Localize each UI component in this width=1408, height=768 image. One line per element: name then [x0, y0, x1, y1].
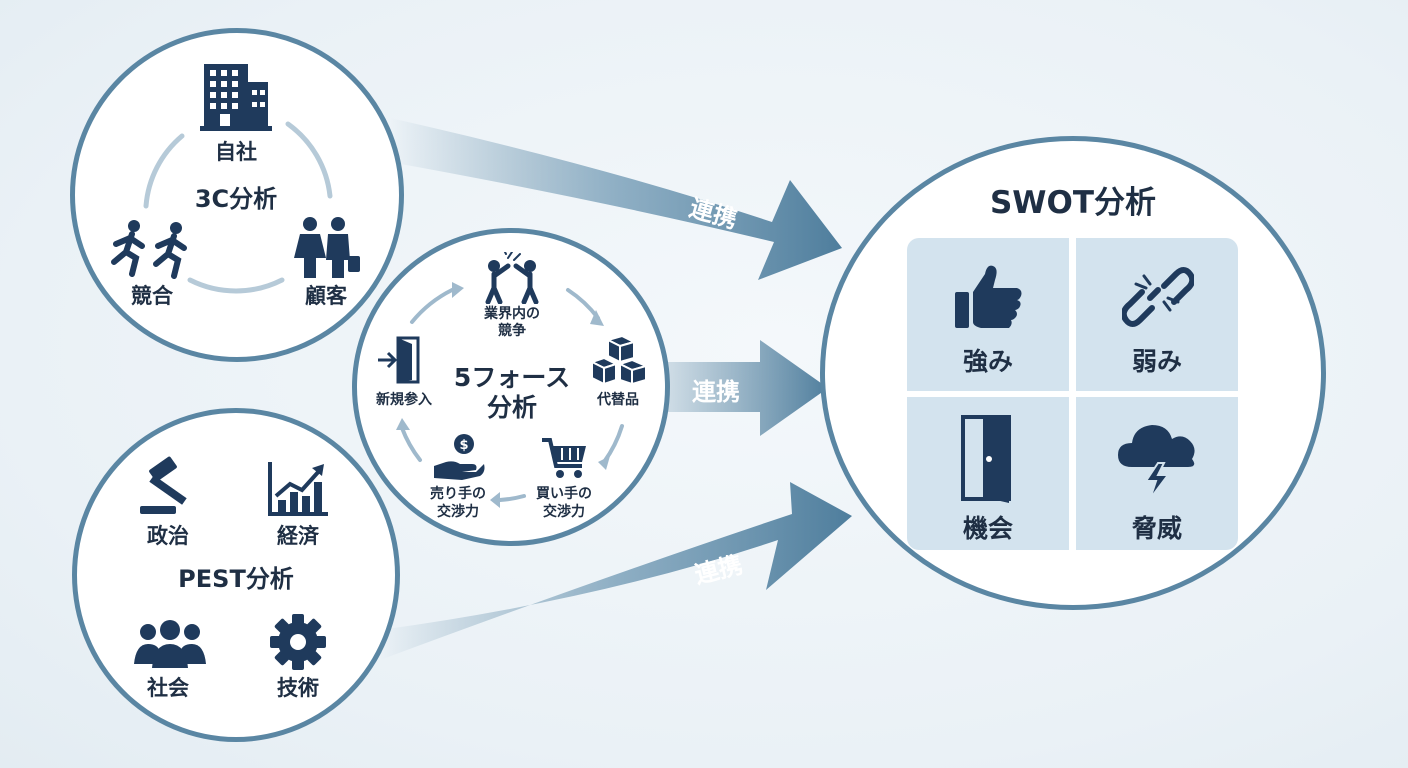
arrow-3c-to-swot	[390, 118, 842, 280]
shopping-cart-icon	[542, 438, 586, 478]
arrow-pest-to-swot	[380, 482, 852, 660]
boxes-icon	[590, 336, 648, 386]
storm-cloud-icon	[1118, 425, 1195, 499]
swot-strengths-cell: 強み	[907, 238, 1069, 391]
rivalry-label-line1: 業界内の	[484, 306, 540, 322]
3c-title: 3C分析	[194, 185, 278, 213]
threats-label: 脅威	[1131, 514, 1182, 543]
swot-opportunities-cell: 機会	[907, 397, 1069, 550]
economy-chart-icon	[268, 462, 328, 516]
circle-swot	[820, 136, 1326, 610]
3c-competitor-label: 競合	[131, 284, 173, 308]
suppliers-label-line1: 売り手の	[430, 486, 486, 502]
suppliers-label-line2: 交渉力	[437, 504, 479, 520]
swot-weaknesses-cell: 弱み	[1076, 238, 1238, 391]
gear-icon	[270, 614, 326, 670]
pest-economic-label: 経済	[277, 524, 319, 548]
circle-five-forces	[352, 228, 670, 546]
buyers-label-line1: 買い手の	[536, 486, 592, 502]
swot-title: SWOT分析	[989, 185, 1157, 221]
five-forces-title-line1: 5フォース	[453, 363, 571, 392]
pest-social-label: 社会	[147, 676, 189, 700]
swot-threats-cell: 脅威	[1076, 397, 1238, 550]
circle-pest	[72, 408, 400, 742]
broken-chain-icon	[1122, 267, 1194, 327]
coin-hand-icon: $	[434, 434, 485, 480]
3c-customer-label: 顧客	[305, 284, 347, 308]
pest-technological-label: 技術	[277, 676, 319, 700]
strengths-label: 強み	[962, 347, 1013, 376]
arrow-5forces-to-swot	[640, 340, 828, 436]
gavel-icon	[140, 456, 187, 514]
opportunities-label: 機会	[962, 514, 1013, 543]
open-door-icon	[961, 415, 1011, 503]
thumbs-up-icon	[955, 265, 1022, 328]
new-entrants-label: 新規参入	[376, 392, 432, 408]
arrow-label-middle: 連携	[692, 378, 740, 406]
building-icon	[200, 64, 272, 131]
five-forces-title-line2: 分析	[486, 393, 537, 422]
3c-company-label: 自社	[215, 140, 257, 164]
pest-title: PEST分析	[178, 565, 294, 593]
weaknesses-label: 弱み	[1131, 347, 1182, 376]
pest-political-label: 政治	[147, 524, 189, 548]
customers-icon	[294, 217, 360, 278]
buyers-label-line2: 交渉力	[543, 504, 585, 520]
people-group-icon	[134, 620, 206, 668]
svg-text:$: $	[459, 438, 468, 453]
rivalry-fight-icon	[485, 252, 539, 304]
rivalry-label-line2: 競争	[498, 323, 526, 339]
runners-icon	[111, 220, 187, 279]
entry-door-icon	[378, 336, 420, 384]
substitutes-label: 代替品	[597, 392, 639, 408]
